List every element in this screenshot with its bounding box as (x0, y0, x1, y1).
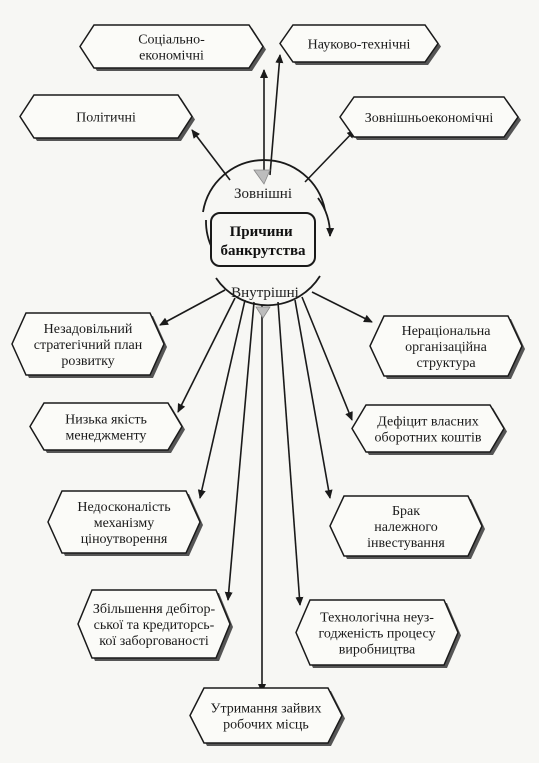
cause-label-socio: Соціально-економічні (138, 33, 205, 64)
cause-label-line: економічні (139, 49, 204, 64)
cause-box-frame (189, 687, 343, 744)
cause-label-line: оборотних коштів (374, 431, 481, 446)
cause-box-political: Політичні (19, 94, 195, 141)
cause-label-line: структура (416, 356, 476, 371)
cause-label-political: Політичні (76, 111, 136, 126)
hub-external-label: Зовнішні (234, 186, 292, 202)
hub-center-line: банкрутства (220, 243, 306, 259)
cause-box-frame (29, 402, 183, 451)
arrow-to-scitech (269, 54, 284, 176)
cause-label-debt: Збільшення дебітор-ської та кредиторсь-к… (93, 602, 216, 649)
cause-label-line: виробництва (339, 643, 416, 658)
cause-label-line: належного (374, 520, 438, 535)
cause-label-line: розвитку (61, 354, 114, 369)
cause-label-line: Недосконалість (77, 500, 170, 515)
cause-label-scitech: Науково-технічні (308, 38, 411, 53)
cause-label-line: Політичні (76, 111, 136, 126)
hub-top-wedge (253, 169, 271, 185)
cause-label-line: стратегічний план (34, 338, 143, 353)
arrow-to-capital (301, 296, 353, 421)
cause-box-frame (279, 24, 439, 63)
cause-box-frame (19, 94, 193, 139)
arrow-to-political (191, 129, 231, 181)
cause-label-line: робочих місць (223, 718, 309, 733)
hub-center-box (210, 212, 316, 267)
cause-label-line: Соціально- (138, 33, 205, 48)
central-hub: Зовнішні Причини банкрутства Внутрішні (202, 159, 335, 319)
cause-box-frame (369, 315, 523, 377)
cause-label-line: інвестування (367, 536, 445, 551)
arrow-to-management (177, 297, 236, 413)
cause-label-line: менеджменту (66, 429, 147, 444)
cause-box-frame (339, 96, 519, 138)
hub-bottom-wedge (255, 306, 271, 319)
hub-ring-upper-arc (202, 159, 326, 213)
connector-layer (159, 54, 373, 693)
hub-ring-right-arc (317, 197, 335, 237)
hub-ring-lower-arc (215, 275, 321, 307)
cause-label-line: механізму (94, 516, 155, 531)
cause-label-line: організаційна (405, 340, 487, 355)
cause-boxes: Соціально-економічні Науково-технічніПолі… (11, 24, 525, 746)
cause-label-line: ської та кредиторсь- (94, 618, 215, 633)
cause-label-line: Брак (392, 504, 420, 519)
cause-label-line: Нераціональна (402, 324, 492, 339)
cause-label-line: кої заборгованості (99, 634, 209, 649)
cause-label-line: Утримання зайвих (211, 702, 322, 717)
cause-box-socio: Соціально-економічні (79, 24, 266, 71)
cause-box-frame (329, 495, 483, 557)
cause-label-line: Дефіцит власних (377, 415, 479, 430)
hub-internal-label: Внутрішні (231, 285, 299, 301)
cause-box-frame (79, 24, 264, 69)
arrow-to-technology (277, 301, 304, 606)
cause-box-foreign: Зовнішньоекономічні (339, 96, 521, 140)
cause-label-foreign: Зовнішньоекономічні (365, 111, 494, 126)
arrow-to-pricing (197, 299, 246, 499)
arrow-to-debt (224, 301, 255, 601)
cause-box-frame (295, 599, 459, 666)
cause-label-line: годженість процесу (319, 627, 436, 642)
arrow-to-investment (294, 299, 333, 499)
cause-box-scitech: Науково-технічні (279, 24, 441, 65)
cause-label-line: Низька якість (65, 413, 147, 428)
arrow-to-foreign (304, 129, 356, 183)
hub-center-title: Причини банкрутства (220, 224, 306, 259)
cause-label-line: Збільшення дебітор- (93, 602, 216, 617)
cause-box-frame (11, 312, 165, 376)
hub-center-line: Причини (230, 224, 293, 240)
cause-box-debt: Збільшення дебітор-ської та кредиторсь-к… (77, 589, 233, 661)
cause-label-line: Зовнішньоекономічні (365, 111, 494, 126)
cause-box-frame (77, 589, 231, 659)
cause-label-line: Незадовільний (44, 322, 133, 337)
cause-box-frame (351, 404, 505, 453)
cause-box-frame (47, 490, 201, 554)
cause-label-line: Науково-технічні (308, 38, 411, 53)
cause-label-line: ціноутворення (81, 532, 168, 547)
arrow-to-org (311, 291, 373, 323)
arrow-to-strategy (159, 289, 226, 326)
cause-label-line: Технологічна неуз- (320, 611, 434, 626)
